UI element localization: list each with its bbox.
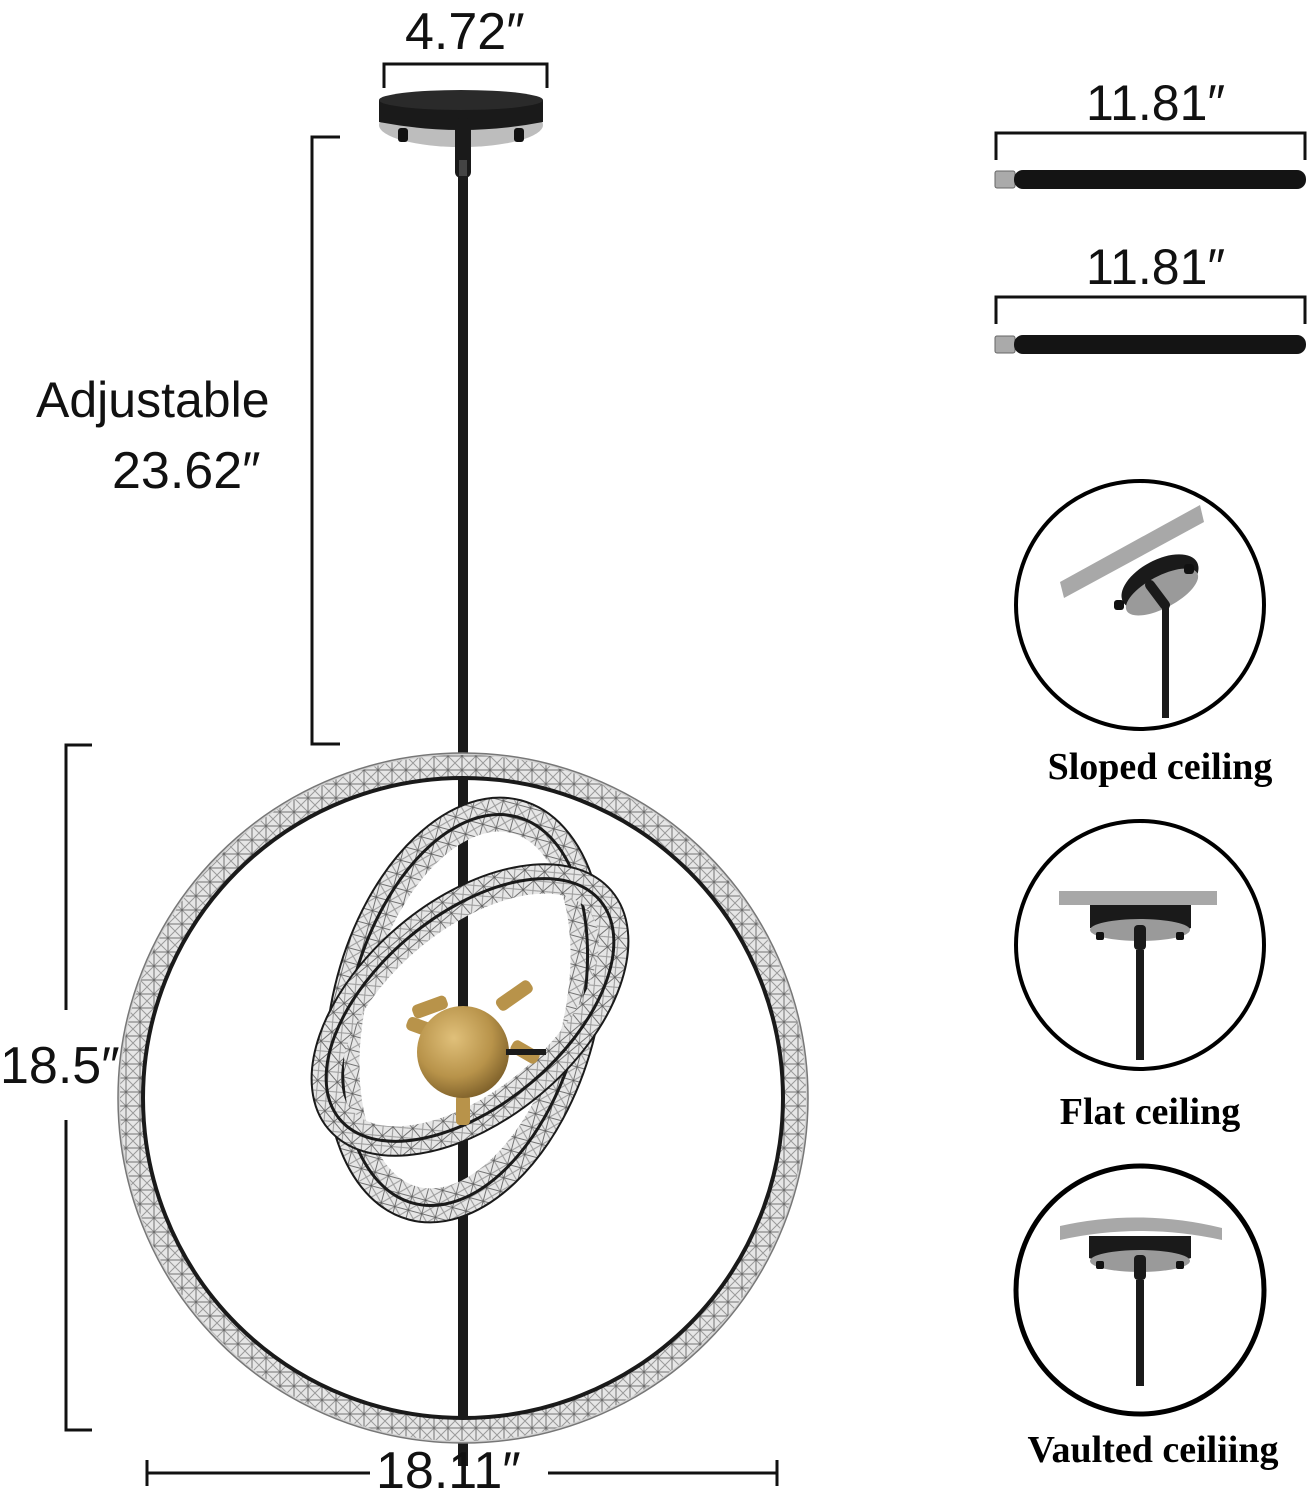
canopy-width-label: 4.72″ <box>405 3 525 61</box>
width-dimension-bracket <box>145 1460 779 1486</box>
fixture-height-label: 18.5″ <box>0 1037 120 1095</box>
vaulted-ceiling-label: Vaulted ceiliing <box>1027 1429 1279 1471</box>
adjustable-label: Adjustable <box>36 372 270 428</box>
flat-ceiling-icon <box>1014 819 1266 1071</box>
rod-2 <box>1014 335 1306 354</box>
rod-2-bracket <box>994 295 1307 324</box>
canopy-dimension-bracket <box>382 62 549 88</box>
vaulted-ceiling-icon <box>1013 1163 1267 1417</box>
sloped-ceiling-icon <box>1014 479 1266 731</box>
rod-2-length-label: 11.81″ <box>1086 239 1226 295</box>
rod-1-bracket <box>994 131 1307 160</box>
fixture-width-label: 18.11″ <box>376 1442 521 1500</box>
brass-sputnik-center <box>406 980 546 1125</box>
rod-1 <box>1014 170 1306 189</box>
outer-crystal-ring <box>120 755 806 1441</box>
flat-ceiling-label: Flat ceiling <box>1059 1091 1241 1133</box>
sloped-ceiling-label: Sloped ceiling <box>1047 746 1273 788</box>
rod-1-length-label: 11.81″ <box>1086 75 1226 131</box>
adjustable-dimension-bracket <box>310 135 340 746</box>
adjustable-length-label: 23.62″ <box>112 442 261 500</box>
